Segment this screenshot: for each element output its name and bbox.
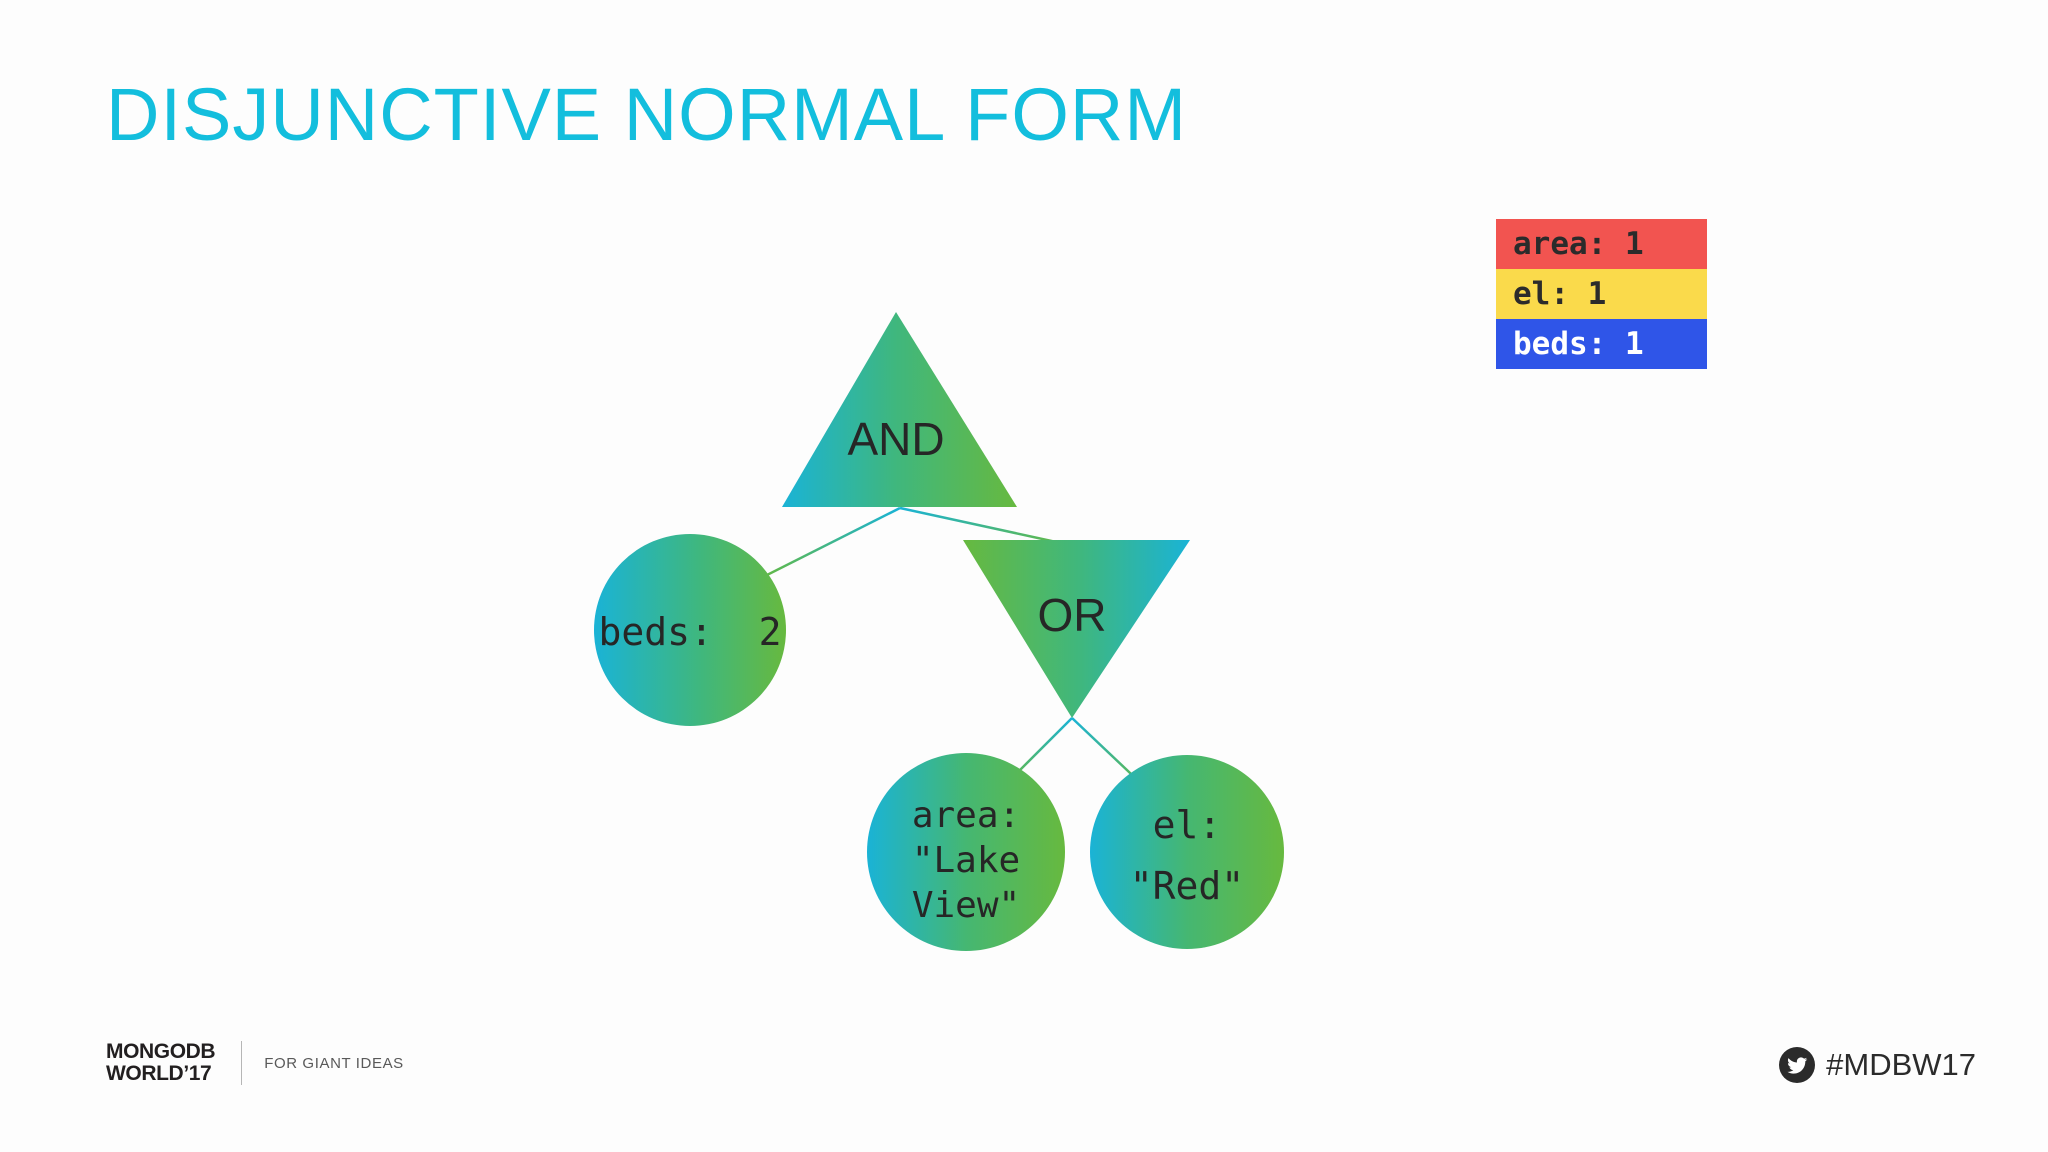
el-circle-shape [1090,755,1284,949]
tree-node-or[interactable]: OR [963,540,1190,718]
el-node-label-line2: "Red" [1130,864,1244,908]
mongodb-world-logo: MONGODB WORLD’17 FOR GIANT IDEAS [106,1040,404,1086]
legend-item-area: area: 1 [1496,219,1707,269]
edge-or-el [1071,717,1149,791]
legend-item-el: el: 1 [1496,269,1707,319]
logo-line-1: MONGODB [106,1040,216,1063]
logo-tagline: FOR GIANT IDEAS [264,1054,404,1072]
twitter-icon [1779,1047,1816,1083]
beds-circle-shape [594,534,786,726]
tree-node-beds[interactable]: beds: 2 [594,534,786,726]
or-triangle-shape [963,540,1190,718]
page-title: DISJUNCTIVE NORMAL FORM [106,73,1187,156]
area-node-label-line2: "Lake [912,840,1020,881]
beds-node-label: beds: 2 [598,610,781,654]
logo-divider [241,1041,243,1085]
edge-and-beds [756,506,901,582]
el-node-label-line1: el: [1153,803,1222,847]
or-label: OR [1038,589,1107,641]
area-node-label-line1: area: [912,795,1020,836]
legend-panel: area: 1 el: 1 beds: 1 [1496,219,1707,369]
area-node-label-line3: View" [912,885,1020,926]
edge-or-area [1004,717,1073,786]
tree-node-and[interactable]: AND [782,312,1017,507]
tree-node-area[interactable]: area: "Lake View" [867,753,1065,951]
social-hashtag: #MDBW17 [1779,1045,1976,1085]
and-triangle-shape [782,312,1017,507]
tree-node-el[interactable]: el: "Red" [1090,755,1284,949]
logo-wordmark: MONGODB WORLD’17 [106,1040,216,1085]
and-label: AND [847,413,944,465]
legend-item-beds: beds: 1 [1496,319,1707,369]
area-circle-shape [867,753,1065,951]
edge-and-or [899,506,1071,547]
logo-line-2: WORLD’17 [106,1062,212,1085]
hashtag-label: #MDBW17 [1826,1047,1976,1082]
tree-edges [756,506,1149,791]
